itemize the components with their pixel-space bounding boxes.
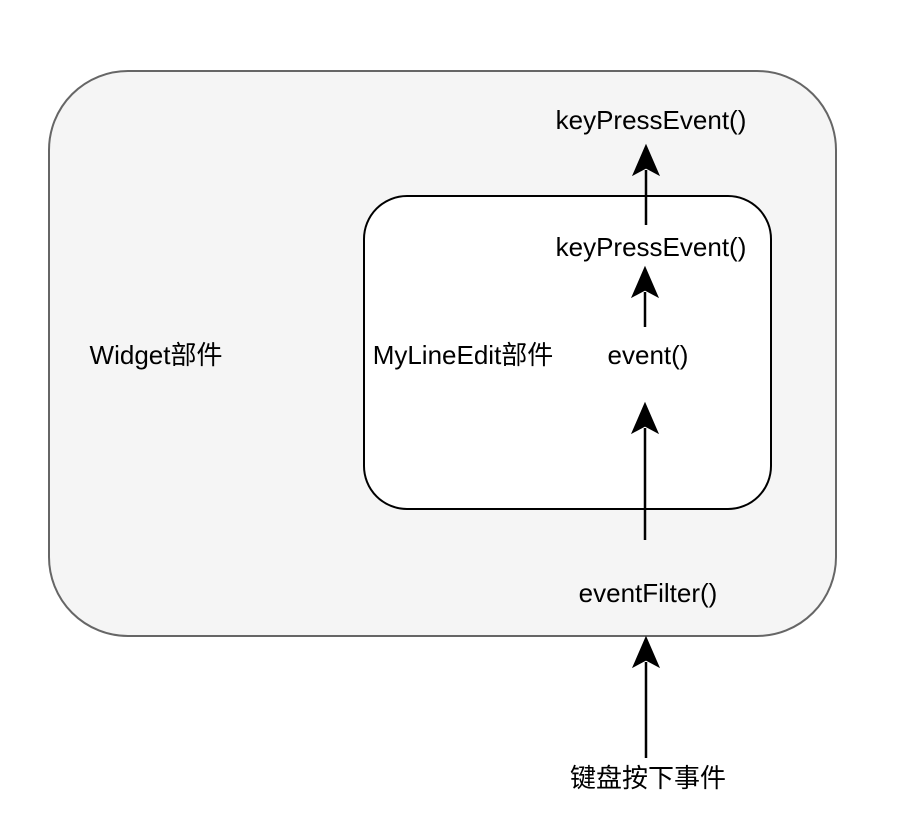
eventfilter-label: eventFilter() (578, 578, 718, 609)
inner-keypressevent-label: keyPressEvent() (555, 232, 747, 263)
keyboard-event-label: 键盘按下事件 (569, 763, 727, 794)
mylineedit-box (363, 195, 772, 510)
arrow-source-to-eventfilter (631, 635, 661, 758)
widget-box-label: Widget部件 (89, 340, 223, 371)
mylineedit-box-label: MyLineEdit部件 (372, 340, 554, 371)
event-fn-label: event() (607, 340, 689, 371)
widget-keypressevent-label: keyPressEvent() (555, 105, 747, 136)
